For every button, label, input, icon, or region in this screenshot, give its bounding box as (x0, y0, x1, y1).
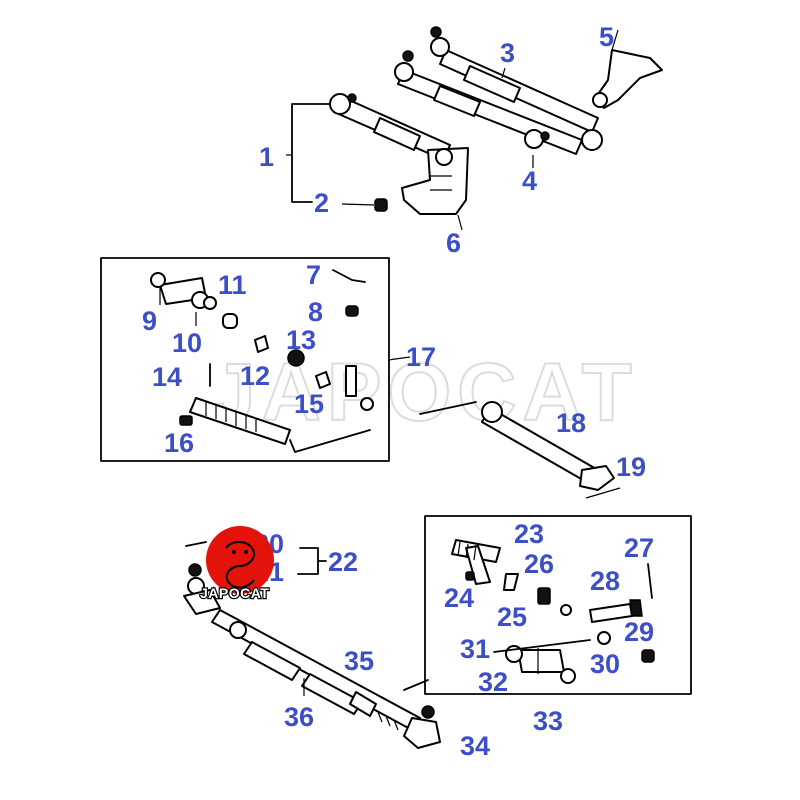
part-label-1: 1 (259, 142, 274, 172)
spring-15 (315, 371, 331, 389)
part-label-19: 19 (616, 452, 646, 482)
bushing-2 (374, 198, 388, 212)
part-label-11: 11 (218, 270, 247, 300)
logo-cat-icon (225, 541, 256, 589)
part-label-14: 14 (152, 362, 182, 392)
nut-24 (465, 571, 475, 581)
logo-badge (206, 526, 274, 594)
japocat-logo: JAPOCAT (199, 526, 274, 602)
bracket-22 (297, 547, 327, 575)
watermark-text: JAPOCAT (210, 347, 638, 438)
grease-nipple-13 (287, 349, 305, 367)
part-label-30: 30 (590, 649, 620, 679)
socket-32 (517, 649, 565, 673)
ring-30 (597, 631, 611, 645)
part-label-36: 36 (284, 702, 314, 732)
bracket-1 (291, 103, 331, 203)
cotter-pin-27 (647, 563, 653, 599)
part-label-18: 18 (556, 408, 586, 438)
part-label-16: 16 (164, 428, 194, 458)
part-label-35: 35 (344, 646, 374, 676)
part-label-9: 9 (142, 306, 157, 336)
part-label-32: 32 (478, 667, 508, 697)
part-label-22: 22 (328, 547, 358, 577)
part-label-10: 10 (172, 328, 202, 358)
kit-box-33 (424, 515, 692, 695)
rod-end-inner (189, 397, 291, 445)
part-label-2: 2 (314, 188, 329, 218)
part-label-31: 31 (460, 634, 490, 664)
part-label-28: 28 (590, 566, 620, 596)
clip-16 (179, 415, 193, 426)
part-label-3: 3 (500, 38, 515, 68)
part-label-4: 4 (522, 166, 537, 196)
part-label-27: 27 (624, 533, 654, 563)
part-label-12: 12 (240, 361, 270, 391)
part-label-13: 13 (286, 325, 316, 355)
clamp-35 (349, 691, 377, 717)
tie-rod-end-34 (403, 717, 441, 749)
part-label-15: 15 (294, 389, 324, 419)
part-label-6: 6 (446, 228, 461, 258)
logo-text: JAPOCAT (200, 585, 269, 601)
seat-25 (503, 573, 519, 591)
lower-linkage-group (183, 515, 692, 749)
part-label-8: 8 (308, 297, 323, 327)
pitman-arm-5 (593, 49, 663, 109)
part-label-17: 17 (406, 342, 436, 372)
part-label-33: 33 (533, 706, 563, 736)
part-label-5: 5 (599, 22, 614, 52)
ball-stud-19 (579, 465, 615, 491)
part-label-23: 23 (514, 519, 544, 549)
tie-rod-end-left (183, 589, 221, 615)
part-label-24: 24 (444, 583, 474, 613)
plug-8 (345, 305, 359, 317)
cap-11 (222, 313, 238, 329)
cotter-pin-20 (185, 541, 207, 547)
spring-26 (537, 587, 551, 605)
idler-arm-6 (401, 147, 469, 215)
part-label-34: 34 (460, 731, 490, 761)
part-label-29: 29 (624, 617, 654, 647)
nut-29 (641, 649, 655, 663)
part-label-25: 25 (497, 602, 527, 632)
upper-linkage-group (286, 26, 663, 231)
part-label-7: 7 (306, 260, 321, 290)
middle-box-group (100, 257, 621, 499)
nut-12 (254, 335, 269, 353)
part-label-26: 26 (524, 549, 554, 579)
cotter-pin-7 (332, 269, 366, 283)
